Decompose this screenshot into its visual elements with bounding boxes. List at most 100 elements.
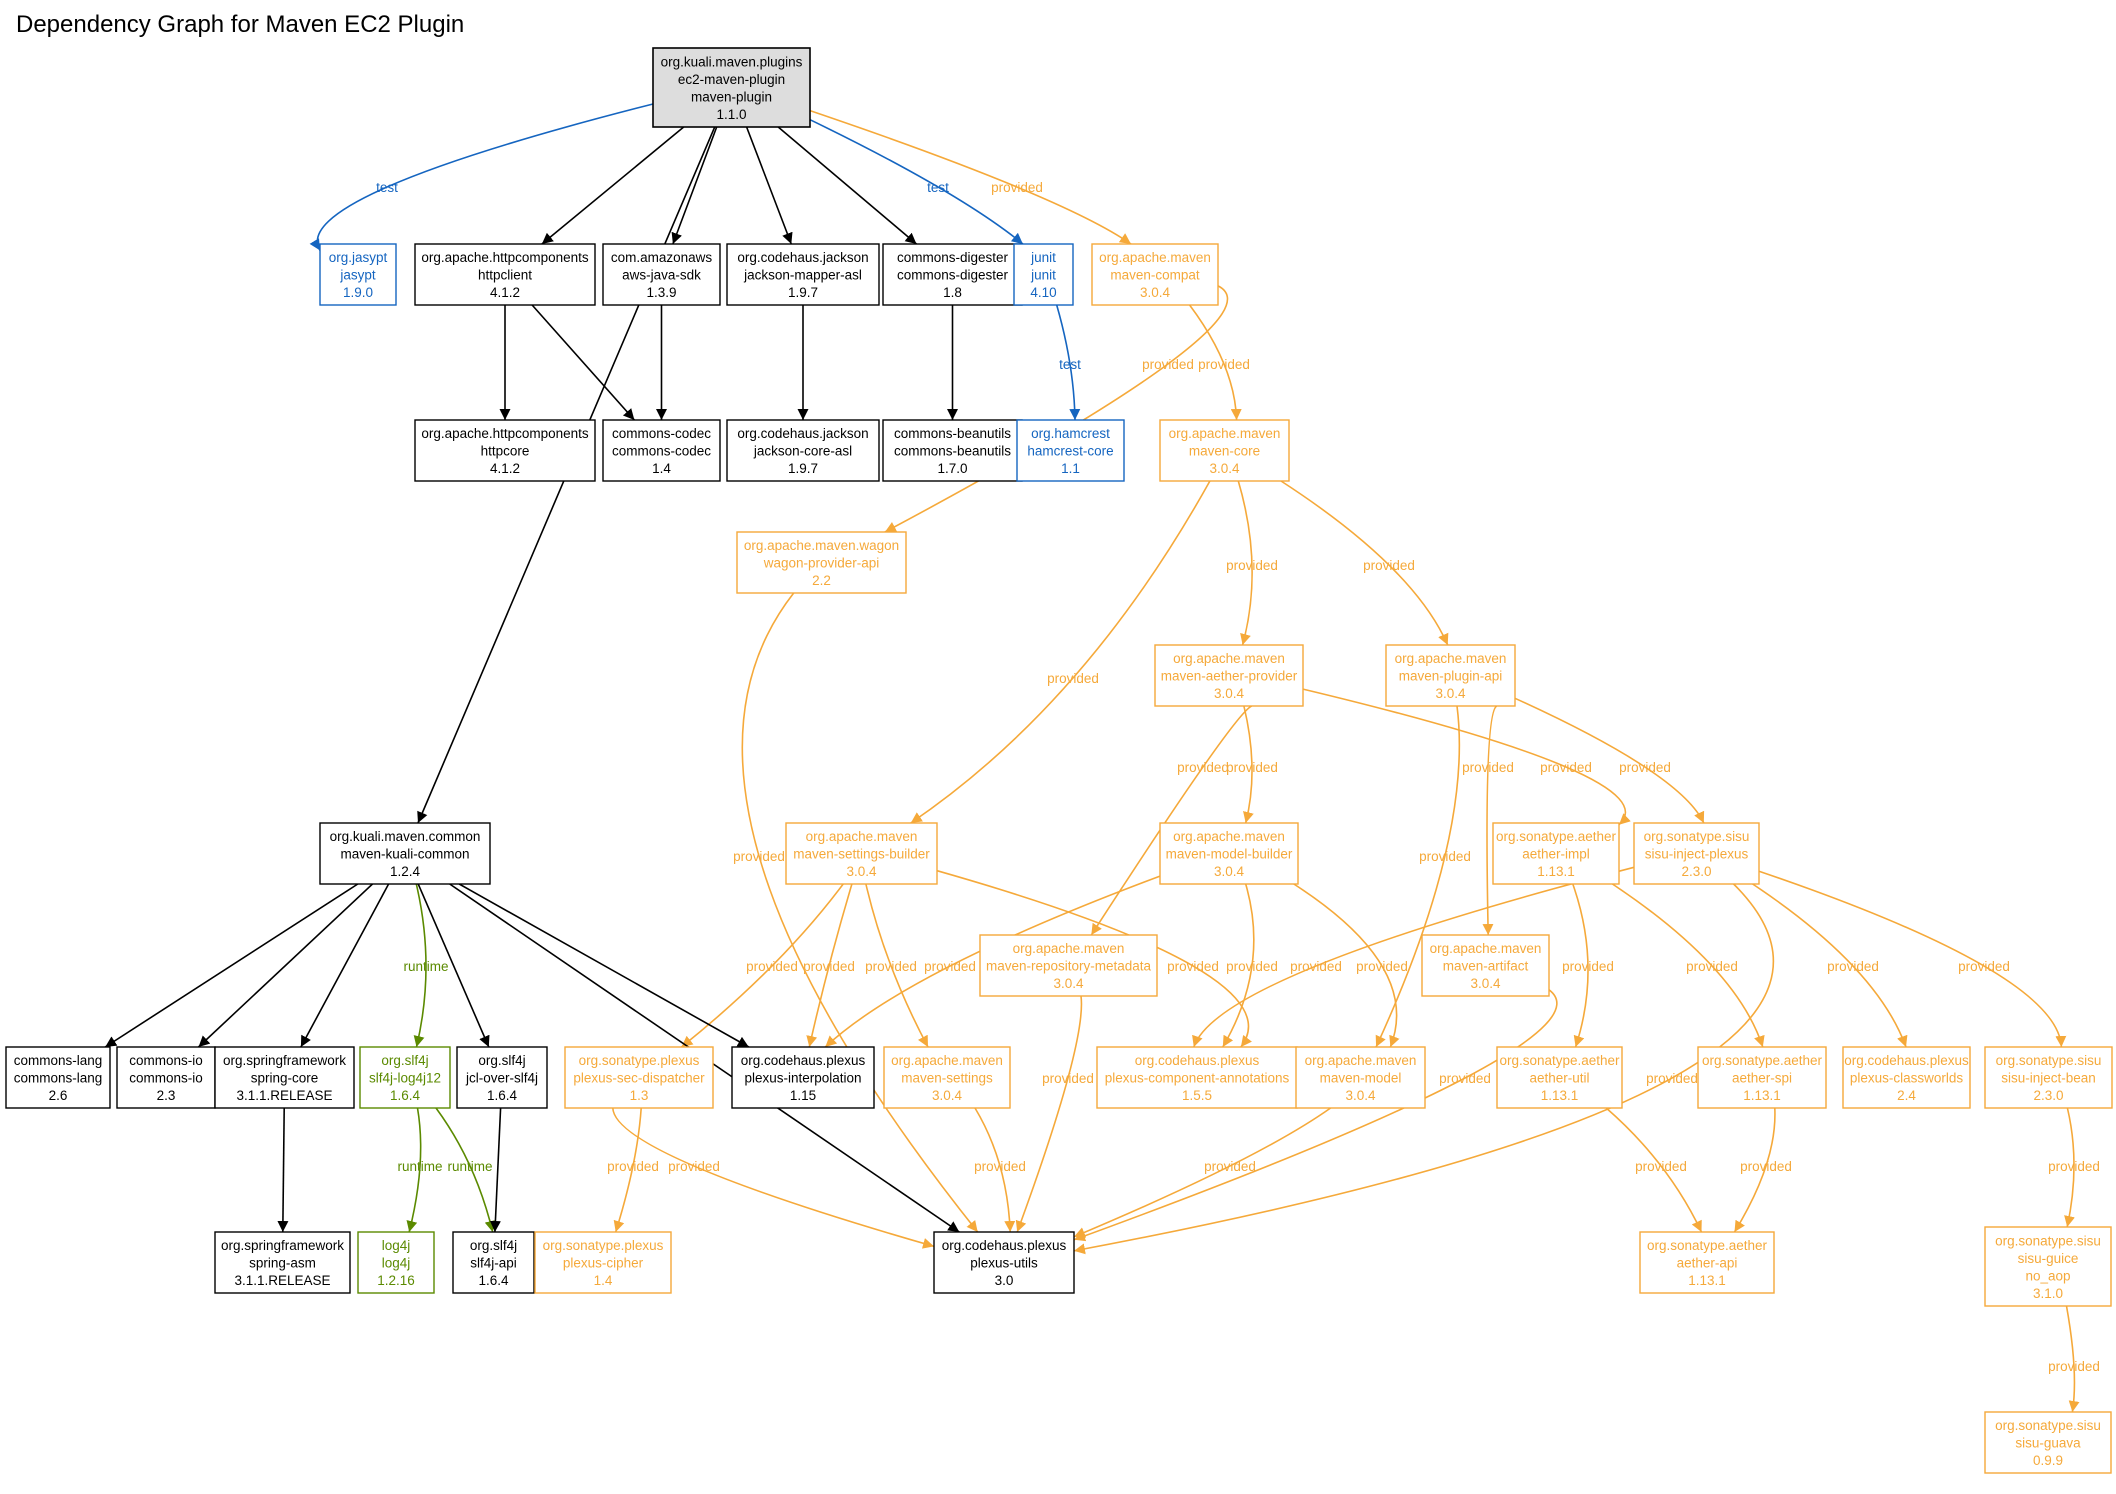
edge-maetherprov-to-aetherimpl	[1302, 688, 1631, 826]
edge-aetherspi-to-aetherapi	[1733, 1107, 1776, 1233]
node-line-sisubean-2: 2.3.0	[2033, 1088, 2063, 1103]
edge-label-msettingsb-to-plexinterp: provided	[803, 959, 855, 974]
node-line-mmodelb-0: org.apache.maven	[1173, 829, 1285, 844]
node-line-sisubean-1: sisu-inject-bean	[2001, 1071, 2096, 1086]
node-line-putils-0: org.codehaus.plexus	[942, 1238, 1067, 1253]
node-box-classworlds	[1842, 1046, 1971, 1109]
edge-label-secdisp-to-putils: provided	[668, 1159, 720, 1174]
node-box-wagon	[736, 531, 907, 594]
node-box-sisubean	[1984, 1046, 2113, 1109]
node-line-aetherimpl-0: org.sonatype.aether	[1496, 829, 1617, 844]
edge-aetherimpl-to-aetherspi	[1611, 883, 1765, 1048]
node-line-martifact-2: 3.0.4	[1470, 976, 1501, 991]
edge-root-to-jmapper	[745, 126, 793, 245]
edge-label-mcore-to-mpluginapi: provided	[1363, 558, 1415, 573]
edge-label-slf4jlog4j-to-slf4japi: runtime	[447, 1159, 492, 1174]
node-line-maetherprov-0: org.apache.maven	[1173, 651, 1285, 666]
node-line-slf4japi-2: 1.6.4	[478, 1273, 509, 1288]
edge-label-mcompat-to-wagon: provided	[1142, 357, 1194, 372]
edge-sisuplexus-to-putils	[1073, 883, 1775, 1255]
node-box-cio	[116, 1046, 216, 1109]
edge-mpluginapi-to-sisuplexus	[1514, 697, 1705, 824]
node-line-kualicommon-0: org.kuali.maven.common	[330, 829, 481, 844]
node-line-awssdk-1: aws-java-sdk	[622, 268, 701, 283]
node-box-slf4jlog4j	[359, 1046, 451, 1109]
node-line-sisuplexus-1: sisu-inject-plexus	[1645, 847, 1749, 862]
edge-root-to-httpclient	[541, 126, 685, 245]
node-box-secdisp	[564, 1046, 714, 1109]
node-box-httpclient	[414, 243, 596, 306]
node-box-root	[652, 47, 811, 128]
node-line-junit-1: junit	[1030, 268, 1056, 283]
edge-mpluginapi-to-martifact	[1482, 705, 1498, 936]
node-line-plexinterp-0: org.codehaus.plexus	[741, 1053, 866, 1068]
node-line-kualicommon-1: maven-kuali-common	[340, 847, 469, 862]
node-line-slf4japi-0: org.slf4j	[470, 1238, 517, 1253]
node-line-codec-0: commons-codec	[612, 426, 711, 441]
node-box-log4j	[357, 1231, 435, 1294]
node-box-mmodelb	[1159, 822, 1299, 885]
node-line-pcompann-1: plexus-component-annotations	[1105, 1071, 1290, 1086]
node-line-wagon-0: org.apache.maven.wagon	[744, 538, 899, 553]
node-line-sisuplexus-0: org.sonatype.sisu	[1644, 829, 1750, 844]
node-line-sisuguava-2: 0.9.9	[2033, 1453, 2063, 1468]
node-line-sisuguava-0: org.sonatype.sisu	[1995, 1418, 2101, 1433]
node-box-mcore	[1159, 419, 1290, 482]
edge-sisuplexus-to-pcompann	[1192, 866, 1635, 1048]
node-line-digester-0: commons-digester	[897, 250, 1009, 265]
node-line-junit-0: junit	[1030, 250, 1056, 265]
edge-mrepometa-to-putils	[1015, 995, 1083, 1233]
node-line-httpclient-1: httpclient	[478, 268, 532, 283]
node-line-aetherapi-1: aether-api	[1677, 1256, 1738, 1271]
node-box-sisuguice	[1984, 1226, 2112, 1307]
edge-label-martifact-to-putils: provided	[1439, 1071, 1491, 1086]
edge-slf4jlog4j-to-log4j	[406, 1107, 422, 1233]
node-line-aetherspi-2: 1.13.1	[1743, 1088, 1781, 1103]
edge-sisuplexus-to-sisubean	[1758, 870, 2067, 1048]
edge-kualicommon-to-slf4jlog4j	[413, 883, 427, 1048]
node-line-plexinterp-1: plexus-interpolation	[744, 1071, 861, 1086]
node-line-aetherspi-1: aether-spi	[1732, 1071, 1792, 1086]
edge-mcore-to-msettingsb	[910, 480, 1211, 824]
edge-jclslf4j-to-slf4japi	[489, 1107, 502, 1233]
node-line-springasm-1: spring-asm	[249, 1256, 316, 1271]
node-maetherprov: org.apache.mavenmaven-aether-provider3.0…	[1154, 644, 1304, 707]
node-line-httpclient-0: org.apache.httpcomponents	[421, 250, 589, 265]
edge-label-mpluginapi-to-martifact: provided	[1462, 760, 1514, 775]
node-line-secdisp-0: org.sonatype.plexus	[579, 1053, 700, 1068]
node-line-msettingsb-0: org.apache.maven	[806, 829, 918, 844]
node-line-wagon-1: wagon-provider-api	[763, 556, 880, 571]
node-line-mrepometa-1: maven-repository-metadata	[986, 959, 1152, 974]
node-box-pcipher	[534, 1231, 672, 1294]
edge-label-mpluginapi-to-sisuplexus: provided	[1619, 760, 1671, 775]
node-line-pcompann-2: 1.5.5	[1182, 1088, 1212, 1103]
edge-springcore-to-springasm	[277, 1107, 289, 1233]
node-line-slf4japi-1: slf4j-api	[470, 1256, 517, 1271]
node-line-martifact-1: maven-artifact	[1443, 959, 1529, 974]
edge-label-mcore-to-msettingsb: provided	[1047, 671, 1099, 686]
edge-label-junit-to-hamcrest: test	[1059, 357, 1081, 372]
edge-root-to-digester	[777, 126, 918, 245]
node-line-root-2: maven-plugin	[691, 89, 772, 104]
node-secdisp: org.sonatype.plexusplexus-sec-dispatcher…	[564, 1046, 714, 1109]
node-slf4japi: org.slf4j slf4j-api 1.6.4	[452, 1231, 535, 1294]
graph-title: Dependency Graph for Maven EC2 Plugin	[16, 11, 464, 38]
node-line-mcompat-2: 3.0.4	[1140, 285, 1171, 300]
edge-label-mmodelb-to-mmodel: provided	[1356, 959, 1408, 974]
node-line-putils-2: 3.0	[995, 1273, 1014, 1288]
node-line-wagon-2: 2.2	[812, 573, 831, 588]
node-line-beanutils-0: commons-beanutils	[894, 426, 1011, 441]
node-line-jcore-1: jackson-core-asl	[753, 444, 852, 459]
